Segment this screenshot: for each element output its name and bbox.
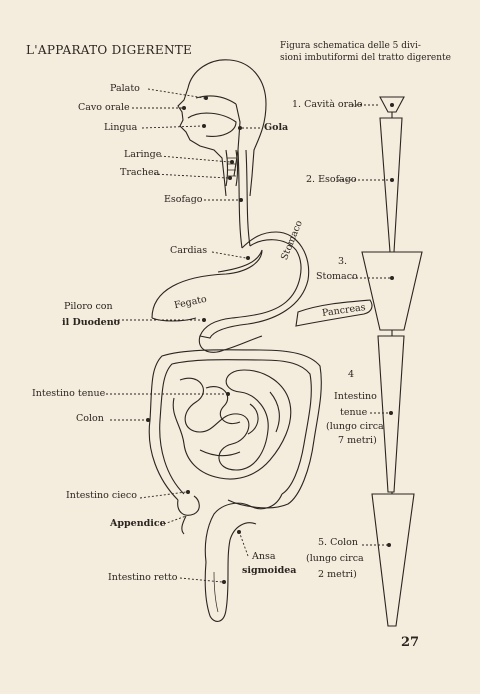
small-intestine-coils <box>172 369 292 480</box>
liver-outline <box>151 249 263 319</box>
small-intestine-coils-2 <box>199 386 280 457</box>
pancreas-outline <box>295 299 373 327</box>
cecum <box>177 495 200 516</box>
leader-lines <box>106 88 390 583</box>
nasal-cavity <box>195 95 237 105</box>
division-4-line-1: Intestino <box>334 391 377 402</box>
funnel-4-small-intestine <box>377 335 405 493</box>
label-gola: Gola <box>264 122 289 133</box>
label-ansa-line-2: sigmoidea <box>242 565 297 576</box>
trachea <box>225 149 239 187</box>
division-4-line-2: tenue <box>340 407 368 418</box>
rectum-inner <box>213 571 219 613</box>
division-5-line-2: (lungo circa <box>306 553 364 564</box>
stomach-outline <box>199 231 310 339</box>
figure-caption: Figura schematica delle 5 divi- sioni im… <box>280 40 470 64</box>
label-laringe: Laringe <box>124 149 162 160</box>
label-esofago: Esofago <box>164 194 203 205</box>
pointer-dots <box>146 96 394 584</box>
liver-lower <box>151 317 197 322</box>
esophagus-right-wall <box>245 149 251 247</box>
caption-line-1: Figura schematica delle 5 divi- <box>280 41 421 51</box>
page-number: 27 <box>401 635 420 650</box>
funnel-1-cavity <box>379 96 405 113</box>
funnel-3-stomach <box>361 251 423 331</box>
label-intestino-tenue: Intestino tenue <box>32 388 106 399</box>
label-intestino-retto: Intestino retto <box>108 572 178 583</box>
division-4-line-4: 7 metri) <box>338 435 377 446</box>
label-lingua: Lingua <box>104 122 138 133</box>
label-cardias: Cardias <box>170 245 208 256</box>
head-back-outline <box>229 59 267 197</box>
division-4-line-3: (lungo circa <box>326 421 384 432</box>
label-ansa-line-1: Ansa <box>252 551 276 562</box>
caption-line-2: sioni imbutiformi del tratto digerente <box>280 53 451 63</box>
label-trachea: Trachea <box>120 167 160 178</box>
colon-inner <box>159 359 312 495</box>
label-colon: Colon <box>76 413 104 424</box>
page-title: L'APPARATO DIGERENTE <box>26 43 193 57</box>
rectum <box>204 522 257 622</box>
division-3-label: Stomaco <box>316 271 358 282</box>
tongue <box>187 112 237 137</box>
division-4-number: 4 <box>348 369 355 380</box>
label-cavo-orale: Cavo orale <box>78 102 130 113</box>
division-1-label: 1. Cavità orale <box>292 99 363 110</box>
funnel-5-colon <box>371 493 415 627</box>
esophagus-left-wall <box>237 149 243 249</box>
label-piloro-line-2: il Duodeno <box>62 317 120 328</box>
division-2-label: 2. Esofago <box>306 174 357 185</box>
head-outline <box>177 59 231 197</box>
appendix <box>181 515 187 535</box>
colon-outline <box>148 349 322 509</box>
trachea-rings <box>227 157 236 177</box>
label-piloro-line-1: Piloro con <box>64 301 113 312</box>
division-5-line-3: 2 metri) <box>318 569 357 580</box>
throat <box>233 103 241 177</box>
label-appendice: Appendice <box>110 518 166 529</box>
label-palato: Palato <box>110 83 140 94</box>
funnel-2-esophagus <box>379 117 403 253</box>
label-intestino-cieco: Intestino cieco <box>66 490 137 501</box>
sigmoid-colon <box>204 493 283 563</box>
division-5-line-1: 5. Colon <box>318 537 358 548</box>
division-3-number: 3. <box>338 256 348 267</box>
